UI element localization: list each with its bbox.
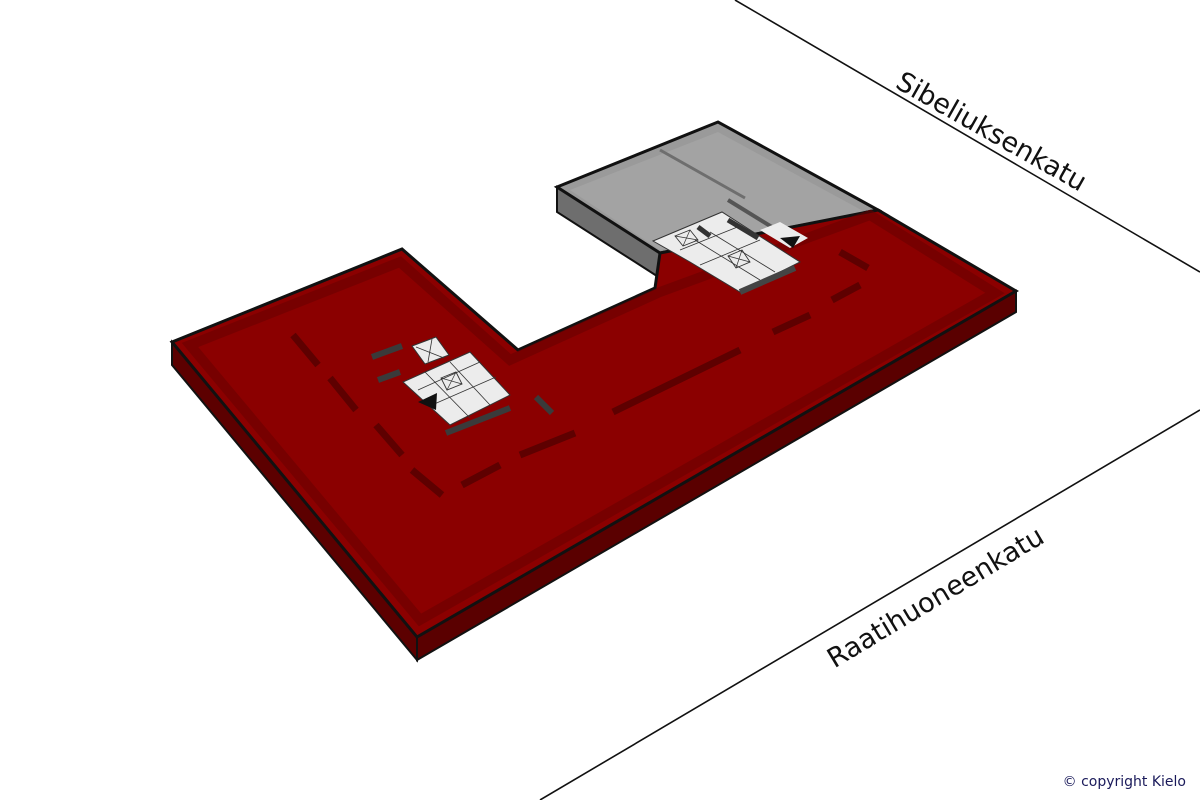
entrance-marker-icon [780,236,800,248]
highlighted-floor [169,208,1019,663]
core-east [651,211,808,295]
core-west [370,336,555,436]
street-line-raatihuoneenkatu [539,409,1200,801]
grey-wing [553,120,883,280]
copyright-notice: © copyright Kielo [1062,774,1186,790]
entrance-marker-icon [418,393,437,410]
street-line-sibeliuksenkatu [734,0,1200,273]
